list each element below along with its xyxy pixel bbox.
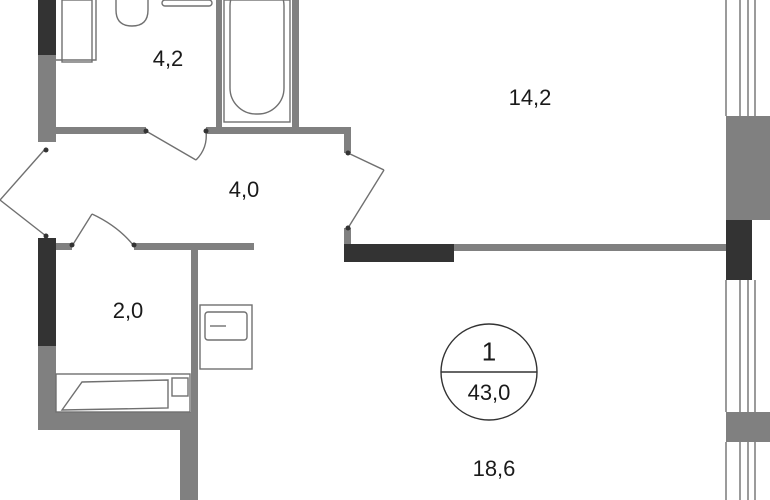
wall-hall-bottom-left [56, 243, 72, 250]
wall-hall-bottom-right [134, 243, 254, 250]
washer [61, 0, 93, 63]
toilet-area-label: 2,0 [112, 298, 144, 323]
tub-lower-inner [60, 379, 169, 411]
wall-right-pier-upper [726, 116, 770, 220]
wall-bath-mid [216, 0, 222, 130]
sink-basin [204, 311, 248, 341]
wall-hall-top-right [206, 127, 351, 134]
wall-lower-column [180, 412, 198, 500]
windows [725, 0, 756, 500]
sink-top [161, 0, 213, 7]
toilet-bowl [115, 0, 149, 27]
bathroom-area-label: 4,2 [152, 46, 184, 71]
toilet-fixtures [55, 304, 253, 413]
wall-right-pier-lower [726, 412, 770, 442]
wall-hall-top-left [56, 127, 146, 134]
wall-bath-right [292, 0, 299, 130]
wall-toilet-right [191, 250, 198, 412]
wall-partition [454, 244, 726, 251]
wall-left-upper-dark [38, 0, 56, 55]
wall-partition-dark [344, 244, 454, 262]
bedroom-area-label: 14,2 [508, 85, 552, 110]
hall-area-label: 4,0 [228, 177, 260, 202]
wall-bottom-left [38, 412, 198, 430]
doors [0, 130, 385, 247]
sink [199, 304, 253, 370]
bath-fixtures [56, 0, 291, 123]
apartment-badge [440, 323, 538, 421]
wall-hall-right-stub [344, 127, 351, 153]
shelf [56, 0, 97, 61]
wall-door-stub [344, 228, 351, 248]
rooms-count-label: 1 [481, 336, 497, 367]
bathtub [223, 0, 291, 123]
total-area-label: 43,0 [467, 380, 511, 405]
hinges [43, 128, 351, 248]
tap-lower [171, 377, 189, 397]
bathtub-inner [229, 0, 285, 115]
walls [38, 0, 770, 500]
wall-right-pier-dark [726, 220, 752, 280]
living-area-label: 18,6 [472, 456, 516, 481]
wall-left-lower-dark [38, 238, 56, 346]
tub-lower [55, 373, 191, 413]
